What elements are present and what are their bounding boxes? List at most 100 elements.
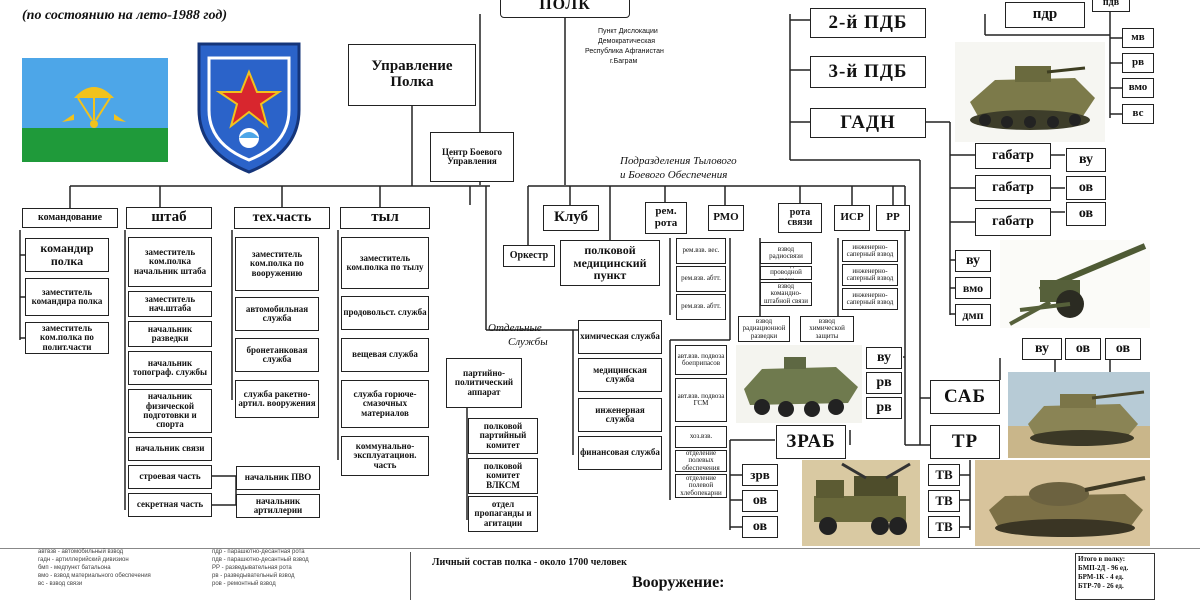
- repair-platoon-1-box[interactable]: рем.взв. вес.: [676, 238, 726, 264]
- tank-company-box[interactable]: ТР: [930, 425, 1000, 459]
- supply-platoon-box[interactable]: хоз.взв.: [675, 426, 727, 448]
- regiment-box[interactable]: ПОЛК: [500, 0, 630, 18]
- howitzer-battery-3-box[interactable]: габатр: [975, 208, 1051, 236]
- missile-artillery-service-box[interactable]: служба ракетно-артил. вооружения: [235, 380, 319, 418]
- sab-box[interactable]: САБ: [930, 380, 1000, 414]
- clothing-service-box[interactable]: вещевая служба: [341, 338, 429, 372]
- engineering-service-box[interactable]: инженерная служба: [578, 398, 662, 432]
- field-support-section-box[interactable]: отделение полевых обеспечения: [675, 450, 727, 472]
- engineer-platoon-2-box[interactable]: инженерно-саперный взвод: [842, 264, 898, 286]
- command-signal-platoon-box[interactable]: взвод командно-штабной связи: [760, 282, 812, 306]
- sab-ov-2-box[interactable]: ов: [1105, 338, 1141, 360]
- zrv-box[interactable]: зрв: [742, 464, 778, 486]
- deputy-armament-box[interactable]: заместитель ком.полка по вооружению: [235, 237, 319, 291]
- staff-header[interactable]: штаб: [126, 207, 212, 229]
- location-line-4: г.Баграм: [610, 58, 637, 65]
- armament-summary: Итого в полку: БМП-2Д - 96 ед. БРМ-1К - …: [1075, 553, 1155, 600]
- regiment-management-box[interactable]: Управление Полка: [348, 44, 476, 106]
- party-committee-box[interactable]: полковой партийный комитет: [468, 418, 538, 454]
- physical-training-chief-box[interactable]: начальник физической подготовки и спорта: [128, 389, 212, 433]
- howitzer-battery-1-box[interactable]: габатр: [975, 143, 1051, 169]
- vmo-box[interactable]: вмо: [1122, 78, 1154, 98]
- repair-company-box[interactable]: рем. рота: [645, 202, 687, 234]
- medical-point-box[interactable]: полковой медицинский пункт: [560, 240, 660, 286]
- chemical-defense-platoon-box[interactable]: взвод химической защиты: [800, 316, 854, 342]
- sab-vu-box[interactable]: ву: [1022, 338, 1062, 360]
- chemical-service-box[interactable]: химическая служба: [578, 320, 662, 354]
- pdr-box[interactable]: пдр: [1005, 2, 1085, 28]
- ammo-transport-platoon-box[interactable]: авт.взв. подвоза боеприпасов: [675, 345, 727, 375]
- vs-box[interactable]: вс: [1122, 104, 1154, 124]
- artillery-chief-box[interactable]: начальник артиллерии: [236, 494, 320, 518]
- repair-platoon-2-box[interactable]: рем.взв. абтт.: [676, 266, 726, 292]
- rear-header[interactable]: тыл: [340, 207, 430, 229]
- armor-service-box[interactable]: бронетанковая служба: [235, 338, 319, 372]
- fuel-transport-platoon-box[interactable]: авт.взв. подвоза ГСМ: [675, 378, 727, 422]
- komsomol-committee-box[interactable]: полковой комитет ВЛКСМ: [468, 458, 538, 494]
- signal-company-box[interactable]: рота связи: [778, 203, 822, 233]
- legend-left: автвзв - автомобильный взвод гадн - арти…: [38, 548, 151, 600]
- fuel-service-box[interactable]: служба горюче-смазочных материалов: [341, 380, 429, 428]
- topography-chief-box[interactable]: начальник топограф. службы: [128, 351, 212, 385]
- engineer-platoon-3-box[interactable]: инженерно-саперный взвод: [842, 288, 898, 310]
- mv-box[interactable]: мв: [1122, 28, 1154, 48]
- deputy-chief-of-staff-box[interactable]: заместитель нач.штаба: [128, 291, 212, 317]
- air-defense-chief-box[interactable]: начальник ПВО: [236, 466, 320, 490]
- rmo-box[interactable]: РМО: [708, 205, 744, 231]
- recon-rv-1-box[interactable]: рв: [866, 372, 902, 394]
- tank-platoon-3-box[interactable]: ТВ: [928, 516, 960, 538]
- command-header[interactable]: командование: [22, 208, 118, 228]
- isr-box[interactable]: ИСР: [834, 205, 870, 231]
- medical-service-box[interactable]: медицинская служба: [578, 358, 662, 392]
- pdb-3-box[interactable]: 3-й ПДБ: [810, 56, 926, 88]
- zrab-box[interactable]: ЗРАБ: [776, 425, 846, 459]
- recon-company-box[interactable]: РР: [876, 205, 910, 231]
- rv-box[interactable]: рв: [1122, 53, 1154, 73]
- gabatr-vu-box[interactable]: ву: [1066, 148, 1106, 172]
- howitzer-battery-2-box[interactable]: габатр: [975, 175, 1051, 201]
- pdv-box[interactable]: пдв: [1092, 0, 1130, 12]
- pdb-2-box[interactable]: 2-й ПДБ: [810, 8, 926, 38]
- support-units-label-2: и Боевого Обеспечения: [620, 169, 727, 181]
- deputy-rear-box[interactable]: заместитель ком.полка по тылу: [341, 237, 429, 289]
- regiment-commander-box[interactable]: командир полка: [25, 238, 109, 272]
- deputy-commander-box[interactable]: заместитель командира полка: [25, 278, 109, 316]
- wire-platoon-box[interactable]: взвод проводной связи: [760, 266, 812, 280]
- field-bakery-box[interactable]: отделение полевой хлебопекарни: [675, 474, 727, 498]
- radio-platoon-box[interactable]: взвод радиосвязи: [760, 242, 812, 264]
- tank-platoon-1-box[interactable]: ТВ: [928, 464, 960, 486]
- chief-of-intelligence-box[interactable]: начальник разведки: [128, 321, 212, 347]
- orchestra-box[interactable]: Оркестр: [503, 245, 555, 267]
- gadn-box[interactable]: ГАДН: [810, 108, 926, 138]
- automobile-service-box[interactable]: автомобильная служба: [235, 297, 319, 331]
- gabatr-ov-2-box[interactable]: ов: [1066, 202, 1106, 226]
- tech-header[interactable]: тех.часть: [234, 207, 330, 229]
- legend-mid-line: рв - разведывательный взвод: [212, 572, 309, 580]
- secret-section-box[interactable]: секретная часть: [128, 493, 212, 517]
- sau-vehicle-image: [1008, 372, 1150, 458]
- combat-control-center-box[interactable]: Центр Боевого Управления: [430, 132, 514, 182]
- recon-vu-box[interactable]: ву: [866, 347, 902, 369]
- food-service-box[interactable]: продовольст. служба: [341, 296, 429, 330]
- sab-ov-1-box[interactable]: ов: [1065, 338, 1101, 360]
- party-political-box[interactable]: партийно-политический аппарат: [446, 358, 522, 408]
- gadn-vmo-box[interactable]: вмо: [955, 277, 991, 299]
- gabatr-ov-1-box[interactable]: ов: [1066, 176, 1106, 200]
- zrab-ov-1-box[interactable]: ов: [742, 490, 778, 512]
- finance-service-box[interactable]: финансовая служба: [578, 436, 662, 470]
- deputy-political-box[interactable]: заместитель ком.полка по полит.части: [25, 322, 109, 354]
- propaganda-section-box[interactable]: отдел пропаганды и агитации: [468, 496, 538, 532]
- repair-platoon-3-box[interactable]: рем.взв. абтт.: [676, 294, 726, 320]
- club-box[interactable]: Клуб: [543, 205, 599, 231]
- drill-section-box[interactable]: строевая часть: [128, 465, 212, 489]
- recon-rv-2-box[interactable]: рв: [866, 397, 902, 419]
- utility-section-box[interactable]: коммунально-эксплуатацион. часть: [341, 436, 429, 476]
- gadn-vu-box[interactable]: ву: [955, 250, 991, 272]
- radiation-recon-platoon-box[interactable]: взвод радиационной разведки: [738, 316, 790, 342]
- tank-platoon-2-box[interactable]: ТВ: [928, 490, 960, 512]
- signals-chief-box[interactable]: начальник связи: [128, 437, 212, 461]
- dmp-box[interactable]: дмп: [955, 304, 991, 326]
- chief-of-staff-box[interactable]: заместитель ком.полка начальник штаба: [128, 237, 212, 287]
- engineer-platoon-1-box[interactable]: инженерно-саперный взвод: [842, 240, 898, 262]
- zrab-ov-2-box[interactable]: ов: [742, 516, 778, 538]
